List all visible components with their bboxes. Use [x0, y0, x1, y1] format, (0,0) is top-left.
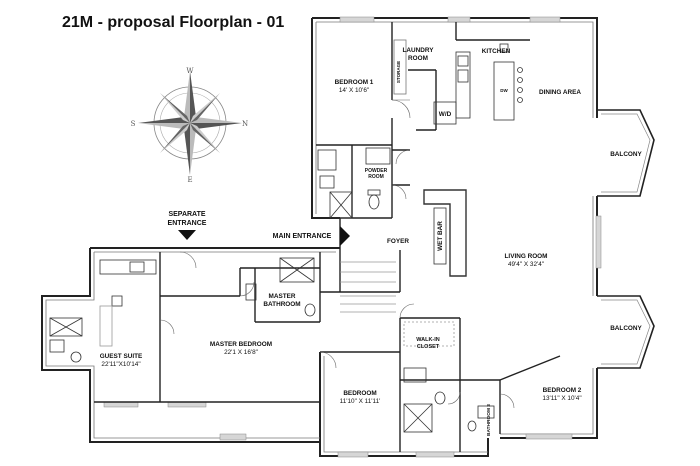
- main-entrance-label: MAIN ENTRANCE: [273, 233, 332, 240]
- walkin-label-1: WALK-IN: [416, 337, 440, 343]
- guest-suite-dim: 22'11"X10'14": [101, 361, 140, 368]
- main-entrance-arrow-icon: [340, 226, 350, 246]
- foyer-label: FOYER: [387, 238, 409, 245]
- dining-label: DINING AREA: [539, 89, 581, 96]
- balcony-top-label: BALCONY: [610, 151, 642, 158]
- bedroom-dim: 11'10" X 11'11': [340, 398, 381, 405]
- bedroom1-dim: 14' X 10'6": [339, 87, 369, 94]
- doors: [159, 99, 515, 409]
- living-room-label: LIVING ROOM: [505, 253, 548, 260]
- walkin-label-2: CLOSET: [417, 344, 440, 350]
- storage-label: STORAGE: [396, 61, 401, 83]
- separate-entrance-label-1: SEPARATE: [168, 211, 205, 218]
- page-title: 21M - proposal Floorplan - 01: [62, 14, 285, 31]
- kitchen-island: [493, 61, 515, 121]
- guest-suite-label: GUEST SUITE: [100, 353, 143, 360]
- master-bedroom-label: MASTER BEDROOM: [210, 341, 272, 348]
- bedroom2-dim: 13'11" X 10'4": [542, 395, 581, 402]
- kitchen-label: KITCHEN: [482, 48, 511, 55]
- compass-s: E: [187, 176, 192, 184]
- separate-entrance-arrow-icon: [178, 230, 196, 240]
- living-room-dim: 49'4" X 32'4": [508, 261, 544, 268]
- balcony-bottom-label: BALCONY: [610, 325, 642, 332]
- compass-n: W: [186, 67, 194, 75]
- balcony-top: [597, 109, 655, 197]
- wet-bar-label: WET BAR: [437, 221, 444, 251]
- laundry-label-1: LAUNDRY: [402, 47, 434, 54]
- bedroom-label: BEDROOM: [343, 390, 376, 397]
- master-bath-label-2: BATHROOM: [263, 301, 300, 308]
- powder-label-1: POWDER: [365, 168, 388, 174]
- compass-w: S: [131, 120, 136, 128]
- master-bedroom-dim: 22'1 X 16'8": [224, 349, 258, 356]
- balcony-bottom: [597, 295, 655, 369]
- compass-e: N: [242, 120, 248, 128]
- separate-entrance-label-2: ENTRANCE: [168, 220, 207, 227]
- bathroom3-label: BATHROOM 3: [486, 404, 492, 436]
- powder-label-2: ROOM: [368, 174, 384, 180]
- bedroom2-label: BEDROOM 2: [543, 387, 582, 394]
- wd-label: W/D: [439, 111, 452, 118]
- compass-rose-icon: [138, 71, 242, 175]
- laundry-label-2: ROOM: [408, 55, 428, 62]
- exterior-walls: [41, 17, 598, 457]
- dw-label: DW: [500, 88, 508, 93]
- master-bath-label-1: MASTER: [269, 293, 296, 300]
- bedroom1-label: BEDROOM 1: [335, 79, 374, 86]
